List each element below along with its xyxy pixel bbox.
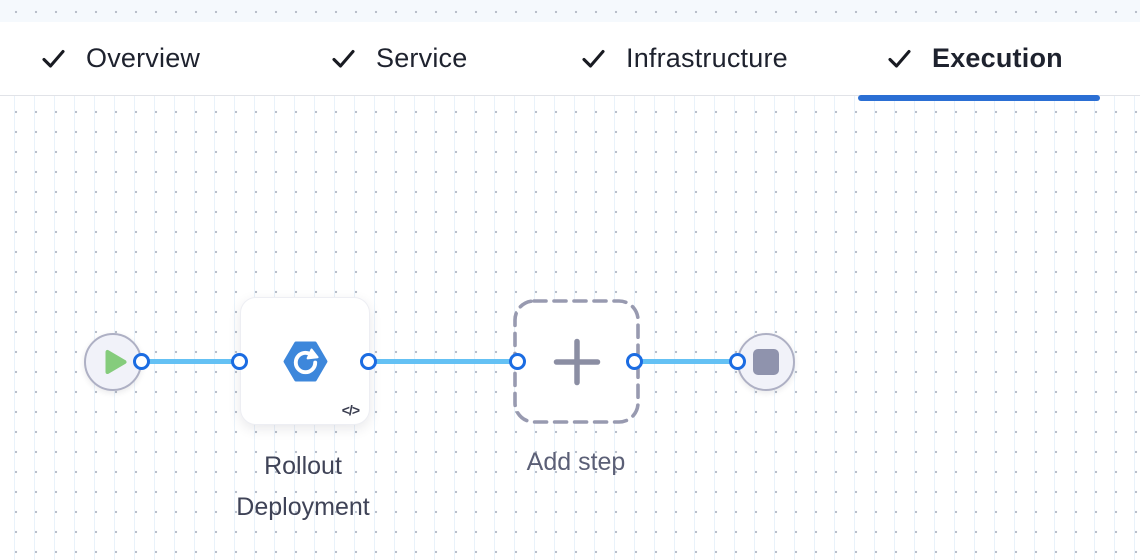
step-label: Rollout Deployment [236, 452, 370, 521]
tab-label: Execution [932, 43, 1063, 73]
tab-execution[interactable]: Execution [886, 22, 1063, 95]
step-node-rollout-deployment[interactable]: </> [240, 297, 370, 425]
play-icon [105, 350, 126, 374]
connector-port[interactable] [133, 353, 150, 370]
pipeline-end-node [737, 333, 795, 391]
connector-line [634, 359, 737, 364]
stop-icon [753, 349, 779, 375]
code-icon: </> [341, 402, 360, 418]
connector-port[interactable] [360, 353, 377, 370]
connector-port[interactable] [231, 353, 248, 370]
tab-overview[interactable]: Overview [40, 22, 200, 95]
tab-label: Service [376, 43, 468, 73]
tab-label: Overview [86, 43, 201, 73]
connector-port[interactable] [729, 353, 746, 370]
check-icon [582, 49, 605, 68]
connector-line [141, 359, 239, 364]
pipeline-start-node [84, 333, 142, 391]
add-step-node[interactable] [513, 299, 640, 424]
check-icon [332, 49, 355, 68]
tab-label: Infrastructure [626, 43, 788, 73]
plus-icon [553, 338, 601, 386]
connector-line [368, 359, 517, 364]
pipeline-stage-tabbar: Overview Service Infrastructure Executio… [0, 22, 1140, 96]
add-step-label: Add step [526, 448, 626, 476]
check-icon [42, 49, 65, 68]
tab-infrastructure[interactable]: Infrastructure [580, 22, 788, 95]
active-tab-underline [858, 95, 1100, 101]
check-icon [888, 49, 911, 68]
connector-port[interactable] [509, 353, 526, 370]
canvas-top-strip [0, 0, 1140, 22]
tab-service[interactable]: Service [330, 22, 467, 95]
connector-port[interactable] [626, 353, 643, 370]
rollout-deployment-hexagon-icon [283, 341, 328, 382]
